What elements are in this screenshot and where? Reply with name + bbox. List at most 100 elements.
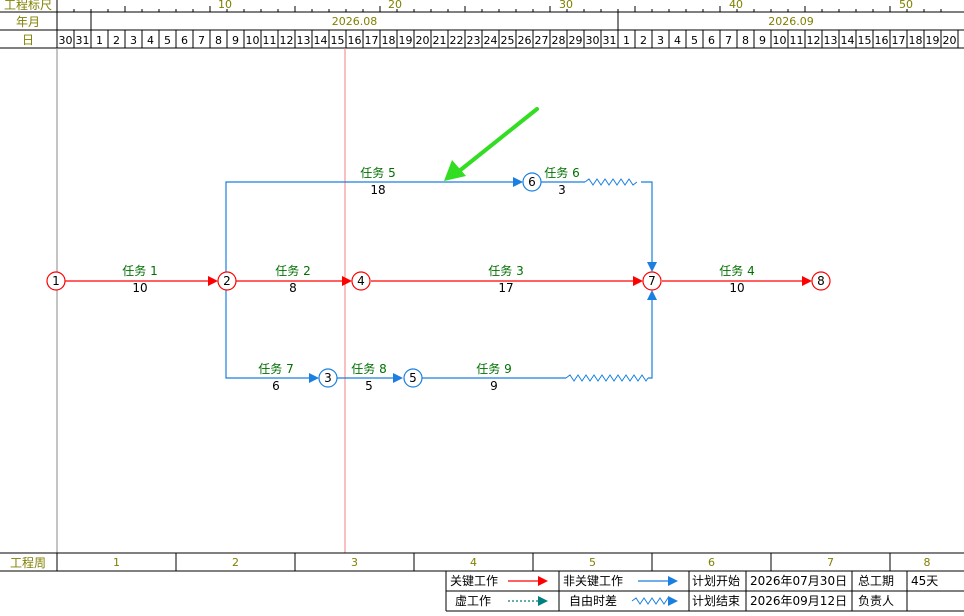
node-7[interactable]: 7 bbox=[642, 271, 662, 291]
task-name[interactable]: 任务 3 bbox=[488, 263, 523, 278]
day-cell: 8 bbox=[215, 34, 222, 47]
task-duration: 10 bbox=[729, 281, 744, 295]
task-name[interactable]: 任务 9 bbox=[476, 361, 511, 376]
total-duration-value: 45天 bbox=[911, 574, 938, 588]
task-name[interactable]: 任务 5 bbox=[360, 165, 395, 180]
plan-start-value: 2026年07月30日 bbox=[750, 574, 847, 588]
ruler-tick-label: 10 bbox=[218, 0, 232, 11]
day-cell: 15 bbox=[858, 34, 872, 47]
day-row-label: 日 bbox=[22, 33, 34, 47]
task-arrows bbox=[65, 177, 812, 383]
arrowhead-icon bbox=[342, 276, 352, 286]
node-4[interactable]: 4 bbox=[351, 271, 371, 291]
day-cell: 12 bbox=[280, 34, 294, 47]
task-name[interactable]: 任务 1 bbox=[122, 263, 157, 278]
node-2[interactable]: 2 bbox=[217, 271, 237, 291]
noncritical-arrow-icon bbox=[638, 576, 678, 586]
day-cell: 6 bbox=[708, 34, 715, 47]
task-duration: 10 bbox=[132, 281, 147, 295]
day-cell: 20 bbox=[416, 34, 430, 47]
day-cell: 7 bbox=[725, 34, 732, 47]
day-cell: 8 bbox=[742, 34, 749, 47]
task-name[interactable]: 任务 6 bbox=[544, 165, 579, 180]
day-cell: 4 bbox=[147, 34, 154, 47]
ruler-tick-label: 50 bbox=[899, 0, 913, 11]
day-cell: 9 bbox=[759, 34, 766, 47]
task-6-connector bbox=[641, 181, 653, 263]
day-cell: 26 bbox=[518, 34, 532, 47]
day-cell: 23 bbox=[467, 34, 481, 47]
task-arrow-7[interactable] bbox=[225, 290, 310, 379]
day-cell: 29 bbox=[569, 34, 583, 47]
day-cell: 2 bbox=[640, 34, 647, 47]
task-duration: 5 bbox=[365, 379, 373, 393]
day-cell: 15 bbox=[331, 34, 345, 47]
task-9-connector bbox=[648, 299, 653, 379]
legend-critical-label: 关键工作 bbox=[450, 574, 498, 588]
day-cell: 27 bbox=[535, 34, 549, 47]
day-cell: 17 bbox=[365, 34, 379, 47]
arrowhead-icon bbox=[647, 262, 657, 272]
day-cell: 18 bbox=[909, 34, 923, 47]
day-cell: 6 bbox=[181, 34, 188, 47]
event-nodes: 1 2 3 4 5 6 7 bbox=[46, 172, 831, 388]
arrowhead-icon bbox=[393, 373, 403, 383]
node-3[interactable]: 3 bbox=[318, 368, 338, 388]
day-cell: 11 bbox=[263, 34, 277, 47]
day-cell: 30 bbox=[59, 34, 73, 47]
day-cell: 17 bbox=[892, 34, 906, 47]
day-cell: 4 bbox=[674, 34, 681, 47]
week-cell: 2 bbox=[232, 556, 239, 569]
node-8[interactable]: 8 bbox=[811, 271, 831, 291]
task-duration: 8 bbox=[289, 281, 297, 295]
task-arrow-5[interactable] bbox=[225, 181, 514, 272]
task-name[interactable]: 任务 7 bbox=[258, 361, 293, 376]
task-name[interactable]: 任务 8 bbox=[351, 361, 386, 376]
node-1[interactable]: 1 bbox=[46, 271, 66, 291]
task-duration: 3 bbox=[558, 183, 566, 197]
node-label: 4 bbox=[357, 274, 365, 288]
task-duration: 18 bbox=[370, 183, 385, 197]
day-cell: 5 bbox=[691, 34, 698, 47]
day-cell: 10 bbox=[773, 34, 787, 47]
node-label: 7 bbox=[648, 274, 656, 288]
arrowhead-icon bbox=[513, 177, 523, 187]
day-cell: 14 bbox=[841, 34, 855, 47]
day-cell: 22 bbox=[450, 34, 464, 47]
task-name[interactable]: 任务 2 bbox=[275, 263, 310, 278]
arrowhead-icon bbox=[633, 276, 643, 286]
node-5[interactable]: 5 bbox=[403, 368, 423, 388]
day-cell: 7 bbox=[198, 34, 205, 47]
legend-table: 关键工作 非关键工作 计划开始 2026年07月30日 总工期 45天 虚工作 … bbox=[445, 571, 964, 612]
plan-start-label: 计划开始 bbox=[692, 574, 740, 588]
ruler-tick-label: 30 bbox=[559, 0, 573, 11]
day-cell: 3 bbox=[130, 34, 137, 47]
critical-arrow-icon bbox=[508, 576, 548, 586]
task-duration: 17 bbox=[498, 281, 513, 295]
week-cell: 7 bbox=[827, 556, 834, 569]
ruler-tick-label: 20 bbox=[388, 0, 402, 11]
free-float-wave bbox=[584, 178, 638, 186]
plan-end-label: 计划结束 bbox=[692, 594, 740, 608]
node-label: 8 bbox=[817, 274, 825, 288]
week-cell: 8 bbox=[924, 556, 931, 569]
day-cell: 28 bbox=[552, 34, 566, 47]
day-cell: 14 bbox=[314, 34, 328, 47]
day-cell: 13 bbox=[297, 34, 311, 47]
week-cell: 5 bbox=[589, 556, 596, 569]
task-name[interactable]: 任务 4 bbox=[719, 263, 754, 278]
arrowhead-icon bbox=[802, 276, 812, 286]
node-6[interactable]: 6 bbox=[522, 172, 542, 192]
week-cell: 1 bbox=[113, 556, 120, 569]
node-label: 5 bbox=[409, 371, 417, 385]
day-cell: 2 bbox=[113, 34, 120, 47]
legend-noncritical-label: 非关键工作 bbox=[563, 574, 623, 588]
day-cell: 11 bbox=[790, 34, 804, 47]
legend-dummy-label: 虚工作 bbox=[455, 594, 491, 608]
day-cell: 16 bbox=[348, 34, 362, 47]
